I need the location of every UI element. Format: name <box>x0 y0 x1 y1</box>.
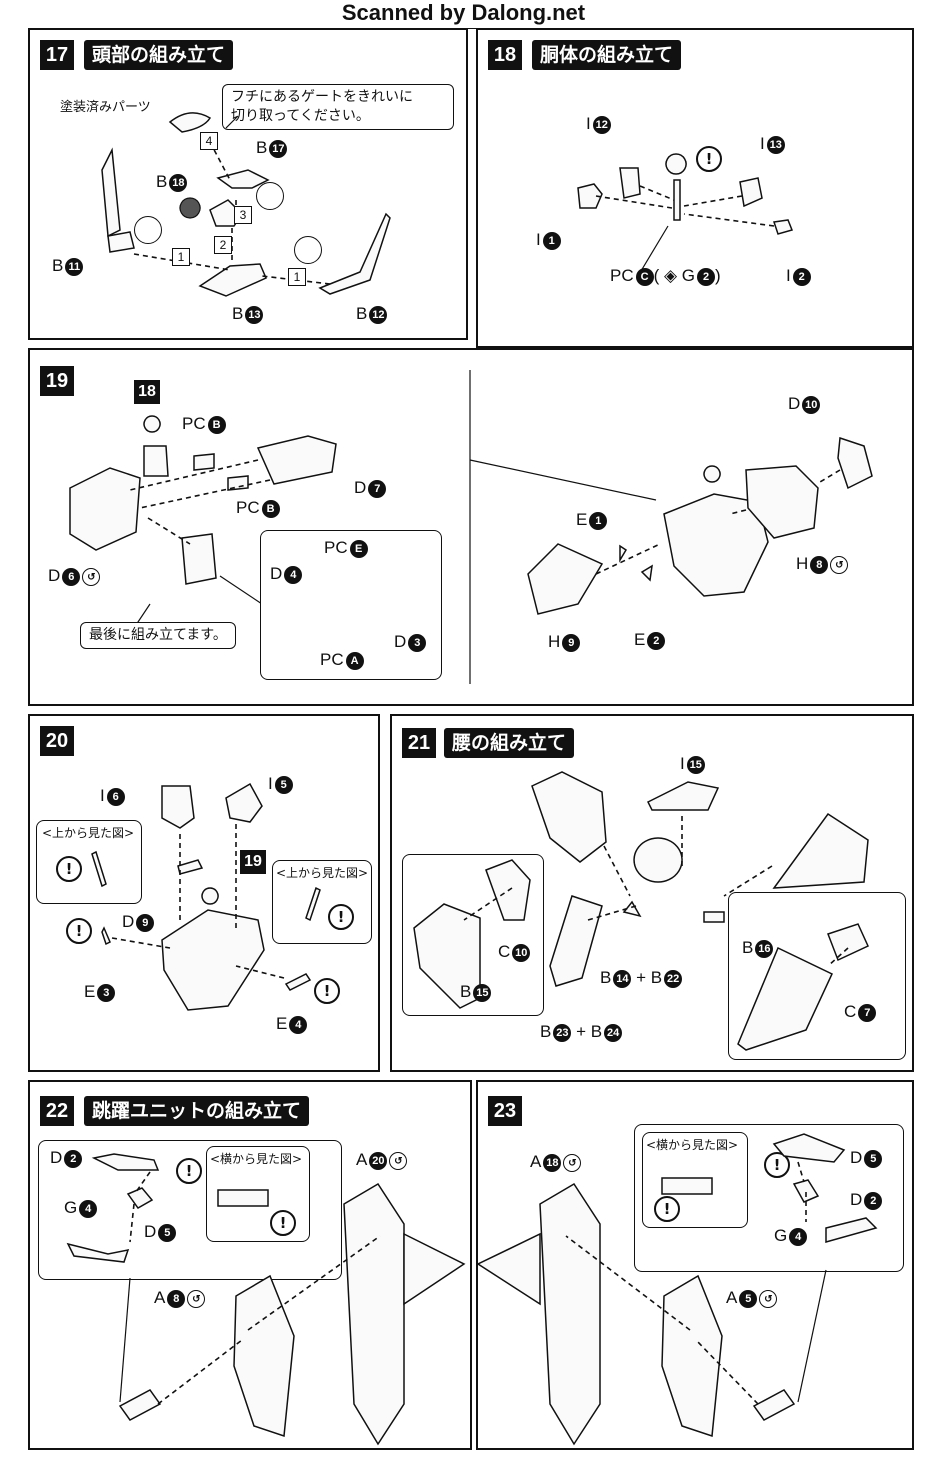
caution-icon: ! <box>654 1196 680 1222</box>
caution-icon: ! <box>56 856 82 882</box>
caution-icon: ! <box>176 1158 202 1184</box>
last-assemble-note: 最後に組み立てます。 <box>80 622 236 649</box>
reference-step-18: 18 <box>134 380 160 404</box>
caution-icon: ! <box>270 1210 296 1236</box>
nipper-icon <box>134 216 162 244</box>
top-view-box <box>36 820 142 904</box>
caution-icon: ! <box>764 1152 790 1178</box>
side-view-caption: <横から見た図> <box>646 1138 739 1152</box>
order-marker: 2 <box>214 236 232 254</box>
body-assembly-drawing <box>69 370 873 684</box>
side-view-caption: <横から見た図> <box>210 1152 303 1166</box>
caution-icon: ! <box>66 918 92 944</box>
step-number: 18 <box>488 40 522 70</box>
order-marker: 4 <box>200 132 218 150</box>
step-title: 腰の組み立て <box>444 728 575 758</box>
caution-icon: ! <box>696 146 722 172</box>
caution-icon: ! <box>328 904 354 930</box>
order-marker: 3 <box>234 206 252 224</box>
step-number: 17 <box>40 40 74 70</box>
jump-unit-drawing <box>66 1153 466 1446</box>
nipper-icon <box>294 236 322 264</box>
scanned-by-header: Scanned by Dalong.net <box>341 0 586 25</box>
step-number: 19 <box>40 366 74 396</box>
step-number: 22 <box>40 1096 74 1126</box>
order-marker: 1 <box>172 248 190 266</box>
step-title: 頭部の組み立て <box>84 40 234 70</box>
painted-parts-label: 塗装済みパーツ <box>60 100 151 115</box>
step-number: 21 <box>402 728 436 758</box>
head-assembly-drawing <box>101 112 391 297</box>
gate-callout: フチにあるゲートをきれいに 切り取ってください。 <box>222 84 454 130</box>
top-view-caption: <上から見た図> <box>276 866 369 880</box>
step-title: 跳躍ユニットの組み立て <box>84 1096 310 1126</box>
top-view-box <box>272 860 372 944</box>
nipper-icon <box>256 182 284 210</box>
caution-icon: ! <box>314 978 340 1004</box>
top-view-caption: <上から見た図> <box>42 826 135 840</box>
order-marker: 1 <box>288 268 306 286</box>
jump-unit-drawing <box>478 1133 878 1446</box>
step-number: 23 <box>488 1096 522 1126</box>
step-title: 胴体の組み立て <box>532 40 682 70</box>
step-17-panel: 17 頭部の組み立て 塗装済みパーツ フチにあるゲートをきれいに 切り取ってくだ… <box>28 28 468 340</box>
torso-assembly-drawing <box>577 153 794 277</box>
waist-assembly-drawing <box>413 771 869 1051</box>
step-number: 20 <box>40 726 74 756</box>
reference-step-19: 19 <box>240 850 266 874</box>
chest-assembly-drawing <box>91 782 321 1011</box>
